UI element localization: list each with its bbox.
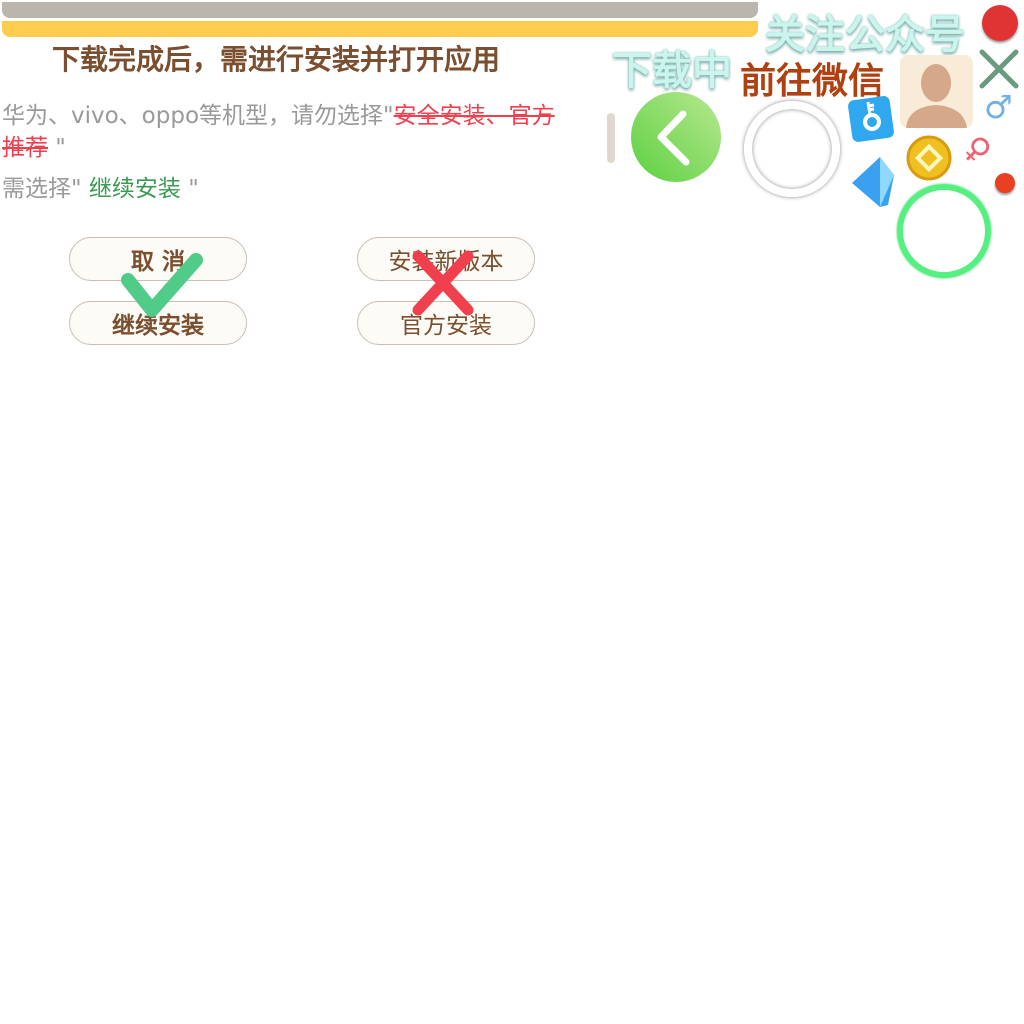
follow-account-label: 关注公众号 [765,12,965,58]
avatar [900,55,973,128]
progress-track [2,2,758,18]
cancel-button[interactable]: 取 消 [69,237,247,281]
continue-install-button[interactable]: 继续安装 [69,301,247,345]
hint-good-option: 继续安装 [88,176,181,202]
warning-bad-option: 安全安装、官方 [393,103,555,129]
back-button[interactable] [631,92,721,182]
warning-text-2: 推荐 " [2,128,66,162]
hint-prefix: 需选择" [2,176,89,202]
go-wechat-label: 前往微信 [740,61,885,102]
warning-text: 华为、vivo、oppo等机型，请勿选择"安全安装、官方 [2,96,555,130]
hint-text: 需选择" 继续安装 " [2,169,199,203]
warning-prefix: 华为、vivo、oppo等机型，请勿选择" [2,103,394,129]
scrollbar-thumb[interactable] [607,113,615,163]
official-install-button[interactable]: 官方安装 [357,301,535,345]
downloading-label: 下载中 [612,48,732,94]
female-icon: ♀ [955,127,1000,171]
warning-bad-option-2: 推荐 [2,135,48,161]
close-icon[interactable] [978,48,1020,90]
cross-icon [412,250,474,316]
ring-green-icon [897,184,991,278]
dialog-title: 下载完成后，需进行安装并打开应用 [52,43,501,76]
ring-white-icon [744,101,840,197]
gem-icon [852,157,894,207]
coin-icon [906,135,952,181]
male-icon: ♂ [984,88,1013,126]
notification-dot-icon [995,173,1015,193]
key-icon [848,96,894,142]
warning-suffix: " [48,135,66,161]
red-dot-icon [982,5,1018,41]
checkmark-icon [121,253,203,317]
chevron-left-icon [657,110,690,166]
hint-suffix: " [180,176,199,202]
progress-fill [2,21,758,37]
